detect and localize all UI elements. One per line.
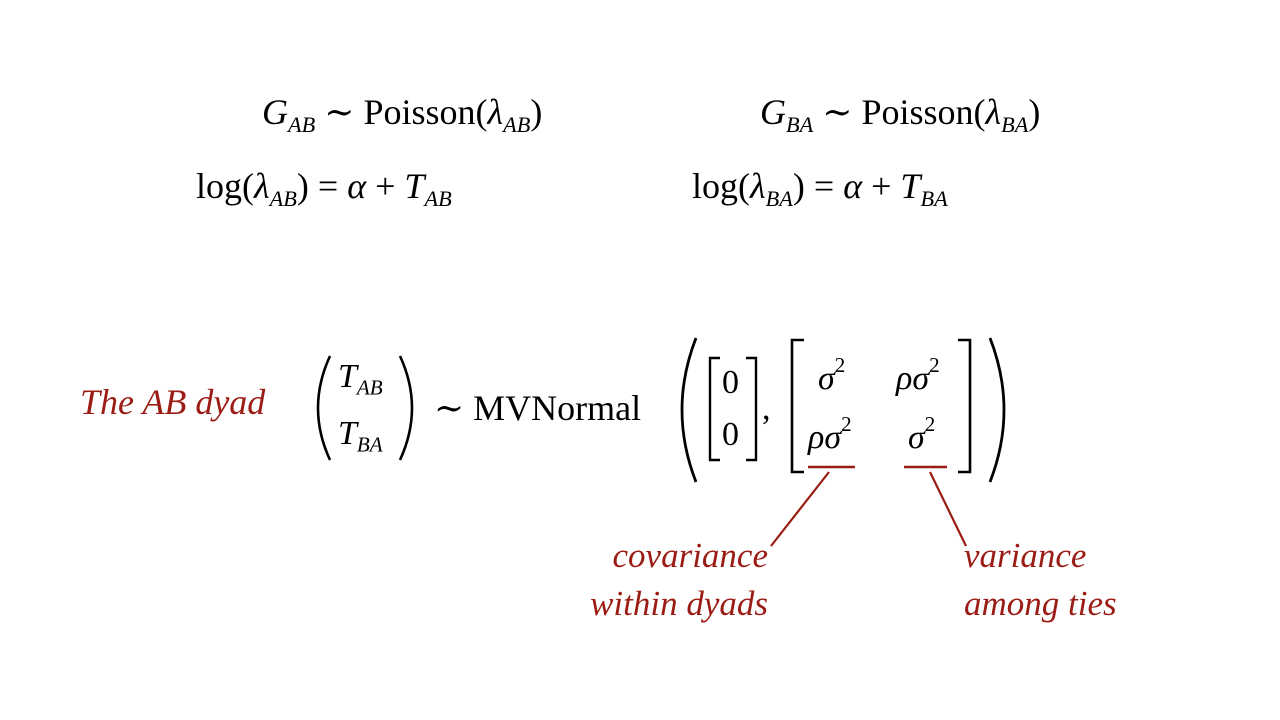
equals-symbol: =	[317, 166, 339, 206]
lambda-subscript: BA	[765, 185, 793, 211]
lambda-subscript: AB	[503, 111, 531, 137]
mvnormal-expression: ∼ MVNormal	[434, 390, 641, 426]
vector-bottom-entry: TBA	[338, 415, 383, 455]
matrix-cell-22: σ2	[908, 414, 935, 456]
t-subscript: BA	[920, 185, 948, 211]
exponent: 2	[924, 412, 936, 437]
tilde-symbol: ∼	[434, 388, 465, 428]
mvnormal-name: MVNormal	[473, 388, 642, 428]
outer-right-paren	[988, 337, 1006, 483]
lambda-subscript: BA	[1001, 111, 1029, 137]
covariance-line-2: within dyads	[590, 584, 768, 623]
lambda-subscript: AB	[269, 185, 297, 211]
exponent: 2	[834, 353, 846, 378]
sigma-symbol: σ	[818, 360, 835, 397]
covariance-annotation: covariance within dyads	[590, 532, 768, 628]
variance-pointer	[929, 471, 967, 547]
mean-bottom-entry: 0	[722, 416, 739, 453]
variance-line-1: variance	[964, 536, 1087, 575]
sigma-symbol: σ	[908, 419, 925, 456]
mean-right-bracket	[746, 356, 758, 462]
dyad-label: The AB dyad	[80, 382, 266, 422]
alpha-symbol: α	[347, 166, 367, 206]
distribution-name: Poisson	[363, 92, 476, 132]
outer-left-paren	[680, 337, 698, 483]
g-variable: G	[262, 92, 288, 132]
equation-poisson-ab: GAB ∼ Poisson(λAB)	[262, 92, 543, 137]
vector-top-entry: TAB	[338, 358, 383, 398]
lambda-symbol: λ	[985, 92, 1002, 132]
g-variable: G	[760, 92, 786, 132]
matrix-cell-21: ρσ2	[808, 414, 852, 456]
equals-symbol: =	[813, 166, 835, 206]
equation-poisson-ba: GBA ∼ Poisson(λBA)	[760, 92, 1041, 137]
t-variable: T	[338, 358, 357, 395]
t-variable: T	[338, 415, 357, 452]
g-subscript: AB	[288, 111, 316, 137]
matrix-cell-11: σ2	[818, 355, 845, 397]
t-subscript: AB	[424, 185, 452, 211]
tilde-symbol: ∼	[822, 92, 853, 132]
alpha-symbol: α	[843, 166, 863, 206]
vector-right-paren	[398, 355, 414, 461]
lambda-symbol: λ	[254, 166, 270, 206]
comma-separator: ,	[762, 390, 771, 427]
mean-top-entry: 0	[722, 364, 739, 401]
mean-left-bracket	[708, 356, 720, 462]
matrix-cell-12: ρσ2	[896, 355, 940, 397]
exponent: 2	[841, 412, 852, 437]
distribution-name: Poisson	[861, 92, 974, 132]
lambda-symbol: λ	[487, 92, 504, 132]
log-function: log	[196, 166, 243, 206]
equation-log-ba: log(λBA) = α + TBA	[692, 166, 948, 211]
matrix-right-bracket	[958, 338, 972, 474]
covariance-line-1: covariance	[612, 536, 768, 575]
t-subscript: BA	[356, 432, 383, 457]
plus-symbol: +	[871, 166, 892, 206]
t-variable: T	[404, 166, 425, 206]
exponent: 2	[929, 353, 940, 378]
rho-symbol: ρ	[808, 419, 825, 456]
variance-annotation: variance among ties	[964, 532, 1117, 628]
t-variable: T	[900, 166, 921, 206]
lambda-symbol: λ	[750, 166, 766, 206]
log-function: log	[692, 166, 739, 206]
covariance-pointer	[770, 471, 830, 547]
matrix-left-bracket	[790, 338, 804, 474]
g-subscript: BA	[786, 111, 814, 137]
vector-left-paren	[316, 355, 332, 461]
equation-log-ab: log(λAB) = α + TAB	[196, 166, 452, 211]
variance-line-2: among ties	[964, 584, 1117, 623]
sigma-symbol: σ	[824, 419, 842, 456]
rho-symbol: ρ	[896, 360, 913, 397]
t-subscript: AB	[356, 375, 383, 400]
tilde-symbol: ∼	[324, 92, 355, 132]
sigma-symbol: σ	[912, 360, 930, 397]
plus-symbol: +	[375, 166, 396, 206]
